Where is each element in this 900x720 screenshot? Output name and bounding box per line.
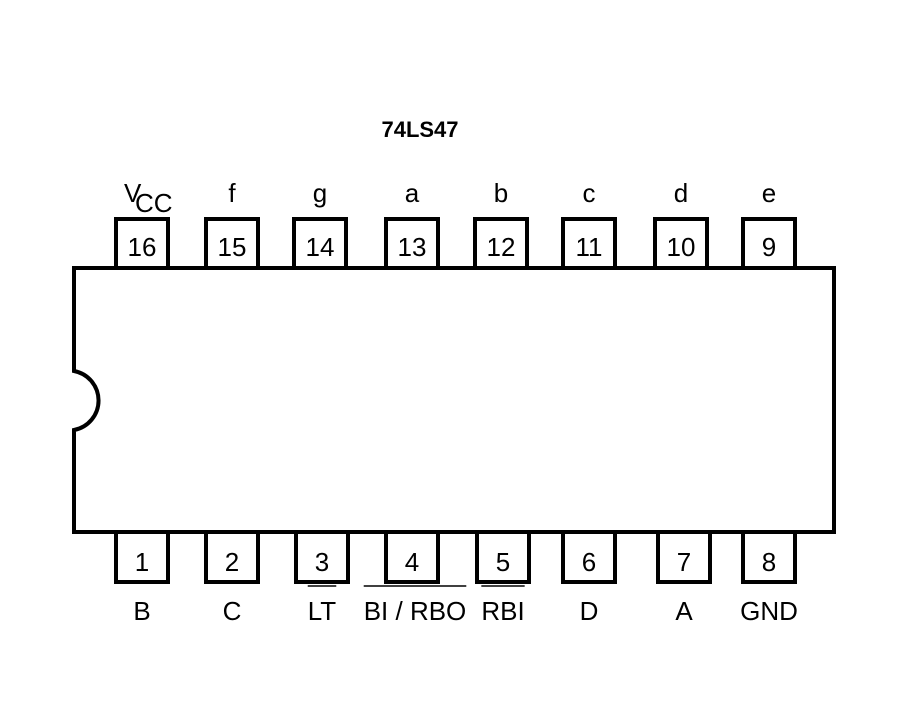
pin-13 <box>384 217 440 268</box>
pin-number: 5 <box>496 547 510 577</box>
pin-number: 7 <box>677 547 691 577</box>
pin-number: 16 <box>128 232 157 262</box>
pin-number: 6 <box>582 547 596 577</box>
pin-label: f <box>228 178 236 208</box>
top-pin-row: 16 VCC 15 f 14 g 13 a 12 b 11 c 10 d 9 e <box>114 178 797 268</box>
pin-number: 15 <box>218 232 247 262</box>
pin-number: 10 <box>667 232 696 262</box>
pin-label: C <box>223 596 242 626</box>
pin-14 <box>292 217 348 268</box>
pin-label: D <box>580 596 599 626</box>
pin-label: RBI <box>481 596 524 626</box>
pin-label: e <box>762 178 776 208</box>
pin-label: BI / RBO <box>364 596 467 626</box>
pin-label: g <box>313 178 327 208</box>
pin-number: 12 <box>487 232 516 262</box>
pin-12 <box>473 217 529 268</box>
pin-label: a <box>405 178 420 208</box>
pin-4 <box>384 532 440 584</box>
pin-2 <box>204 532 260 584</box>
pin-label: c <box>583 178 596 208</box>
pin-label: LT <box>308 596 337 626</box>
pin-number: 14 <box>306 232 335 262</box>
pin-label: A <box>675 596 693 626</box>
pin-label-subscript: CC <box>135 188 173 218</box>
pin-number: 8 <box>762 547 776 577</box>
pin-8 <box>741 532 797 584</box>
pin-number: 3 <box>315 547 329 577</box>
pin-9 <box>741 217 797 268</box>
pin-11 <box>561 217 617 268</box>
pin-number: 9 <box>762 232 776 262</box>
pin-number: 11 <box>576 232 603 262</box>
chip-title: 74LS47 <box>381 117 458 142</box>
pin-label: B <box>133 596 150 626</box>
pin-number: 2 <box>225 547 239 577</box>
chip-body <box>72 266 836 534</box>
pin-7 <box>656 532 712 584</box>
pin-label: b <box>494 178 508 208</box>
pin-3 <box>294 532 350 584</box>
pin-number: 4 <box>405 547 419 577</box>
pin-label: GND <box>740 596 798 626</box>
pin-5 <box>475 532 531 584</box>
pin-label: V <box>124 178 142 208</box>
pin-1 <box>114 532 170 584</box>
pin-label: d <box>674 178 688 208</box>
pin-number: 13 <box>398 232 427 262</box>
pin-16 <box>114 217 170 268</box>
pin-10 <box>653 217 709 268</box>
pin-15 <box>204 217 260 268</box>
pin-6 <box>561 532 617 584</box>
pin-number: 1 <box>135 547 149 577</box>
